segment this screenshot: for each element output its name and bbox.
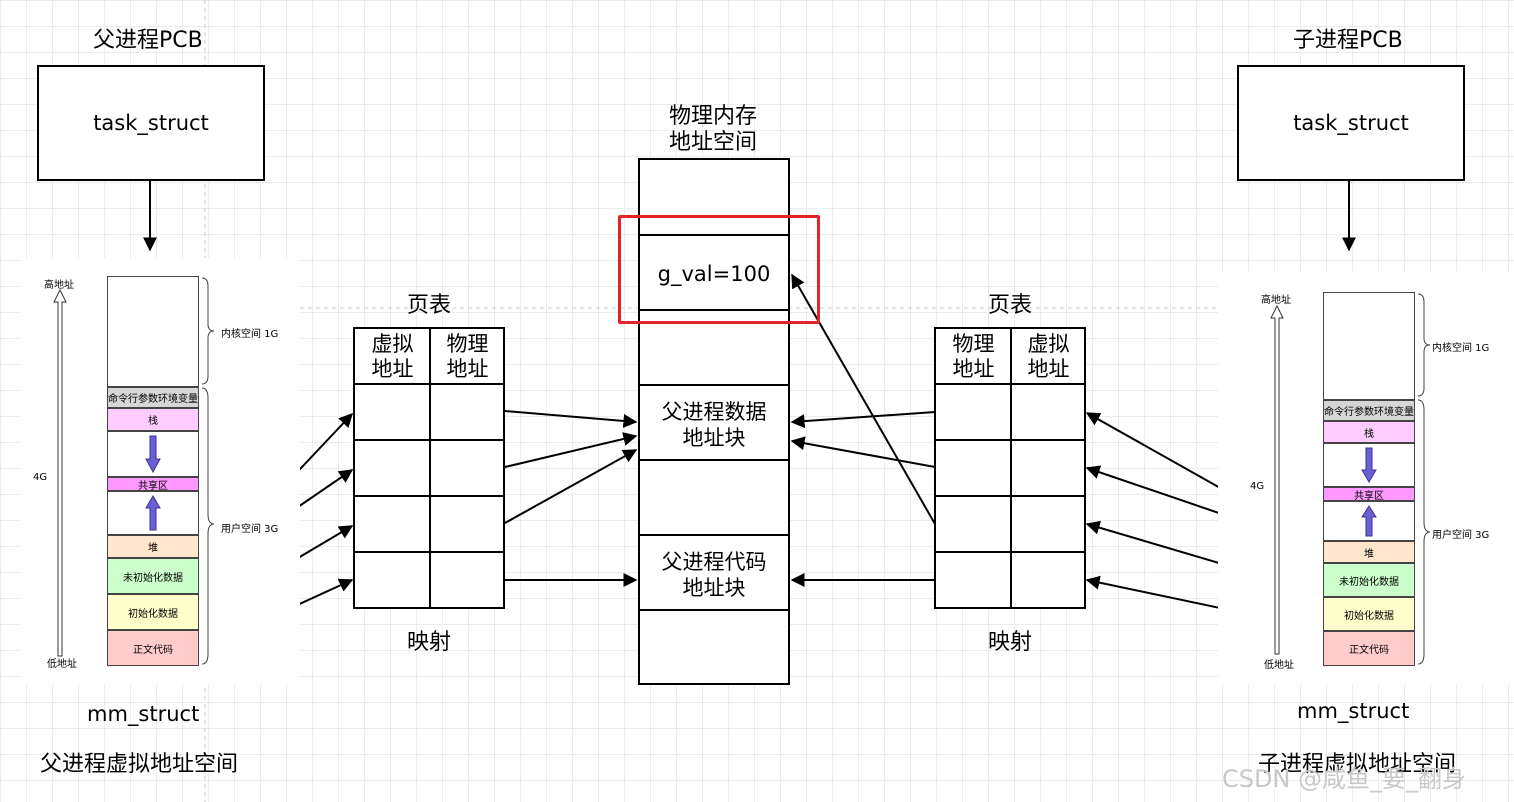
kernel-segment (1323, 292, 1415, 400)
parent-vspace-panel: 高地址 4G 低地址 命令行参数环境变量 栈 共享区 堆 未初始化数据 初始化数… (20, 258, 300, 684)
physical-memory-title: 物理内存地址空间 (669, 104, 758, 155)
table-grid (355, 329, 503, 607)
parent-task-struct-box: task_struct (37, 65, 265, 181)
data-block-cell: 父进程数据地址块 (661, 400, 767, 450)
range-braces (201, 277, 215, 665)
map-arrow (790, 436, 936, 468)
child-task-struct-label: task_struct (1293, 111, 1409, 135)
user-range-label: 用户空间 3G (221, 524, 279, 535)
env-segment: 命令行参数环境变量 (107, 387, 199, 408)
stack-gap (1323, 443, 1415, 487)
col-virtual-header: 虚拟地址 (371, 332, 414, 381)
parent-space-title: 父进程虚拟地址空间 (40, 752, 239, 777)
parent-page-table: 虚拟地址 物理地址 (353, 327, 505, 609)
map-arrow (504, 410, 638, 428)
code-block-cell: 父进程代码地址块 (661, 550, 767, 600)
parent-mm-struct-label: mm_struct (87, 702, 200, 726)
memory-grid (640, 234, 788, 611)
heap-up-arrow (145, 495, 161, 531)
g-val-cell: g_val=100 (657, 262, 771, 286)
low-addr-label: 低地址 (1264, 660, 1294, 671)
child-page-table-title: 页表 (988, 293, 1033, 318)
heap-up-arrow (1361, 505, 1377, 537)
child-vspace-panel: 高地址 4G 低地址 命令行参数环境变量 栈 共享区 堆 未初始化数据 初始化数… (1218, 272, 1514, 684)
user-range-label: 用户空间 3G (1432, 530, 1490, 541)
child-mm-struct-label: mm_struct (1297, 699, 1410, 723)
high-addr-label: 高地址 (44, 280, 74, 291)
shared-segment: 共享区 (107, 477, 199, 491)
heap-gap (107, 491, 199, 535)
bss-segment: 未初始化数据 (1323, 563, 1415, 597)
col-virtual-header: 虚拟地址 (1027, 332, 1070, 381)
size-4g-label: 4G (33, 472, 48, 483)
parent-pcb-title: 父进程PCB (93, 28, 203, 53)
stack-down-arrow (145, 435, 161, 473)
col-physical-header: 物理地址 (952, 332, 995, 381)
col-physical-header: 物理地址 (446, 332, 489, 381)
vspace-column: 命令行参数环境变量 栈 共享区 堆 未初始化数据 初始化数据 正文代码 (107, 276, 199, 666)
heap-segment: 堆 (107, 535, 199, 558)
parent-task-struct-label: task_struct (93, 111, 209, 135)
kernel-range-label: 内核空间 1G (1432, 343, 1490, 354)
data-segment: 初始化数据 (107, 594, 199, 630)
map-arrow (791, 273, 936, 525)
child-space-title: 子进程虚拟地址空间 (1258, 752, 1457, 777)
parent-mapping-label: 映射 (407, 630, 452, 655)
stack-segment: 栈 (1323, 421, 1415, 443)
map-arrow (504, 449, 638, 524)
kernel-range-label: 内核空间 1G (221, 329, 279, 340)
heap-gap (1323, 501, 1415, 541)
stack-segment: 栈 (107, 408, 199, 431)
text-segment: 正文代码 (107, 630, 199, 666)
child-pcb-title: 子进程PCB (1293, 28, 1403, 53)
bss-segment: 未初始化数据 (107, 558, 199, 594)
stack-gap (107, 431, 199, 477)
child-task-struct-box: task_struct (1237, 65, 1465, 181)
addr-up-arrow (1270, 304, 1284, 655)
map-arrow (790, 411, 936, 429)
range-braces (1417, 293, 1431, 665)
csdn-watermark: CSDN @咸鱼_要_翻身 (1222, 765, 1467, 793)
data-segment: 初始化数据 (1323, 597, 1415, 631)
physical-memory-column: g_val=100 父进程数据地址块 父进程代码地址块 (638, 158, 790, 685)
child-page-table: 物理地址 虚拟地址 (934, 327, 1086, 609)
env-segment: 命令行参数环境变量 (1323, 400, 1415, 421)
map-arrow (504, 432, 638, 468)
vspace-column: 命令行参数环境变量 栈 共享区 堆 未初始化数据 初始化数据 正文代码 (1323, 292, 1415, 666)
addr-up-arrow (53, 288, 67, 657)
stack-down-arrow (1361, 447, 1377, 483)
low-addr-label: 低地址 (47, 659, 77, 670)
kernel-segment (107, 276, 199, 387)
parent-page-table-title: 页表 (407, 293, 452, 318)
heap-segment: 堆 (1323, 541, 1415, 563)
shared-segment: 共享区 (1323, 487, 1415, 501)
text-segment: 正文代码 (1323, 631, 1415, 666)
table-grid (936, 329, 1084, 607)
child-mapping-label: 映射 (988, 630, 1033, 655)
size-4g-label: 4G (1250, 481, 1265, 492)
high-addr-label: 高地址 (1261, 295, 1291, 306)
g-val-highlight-box (618, 215, 820, 324)
